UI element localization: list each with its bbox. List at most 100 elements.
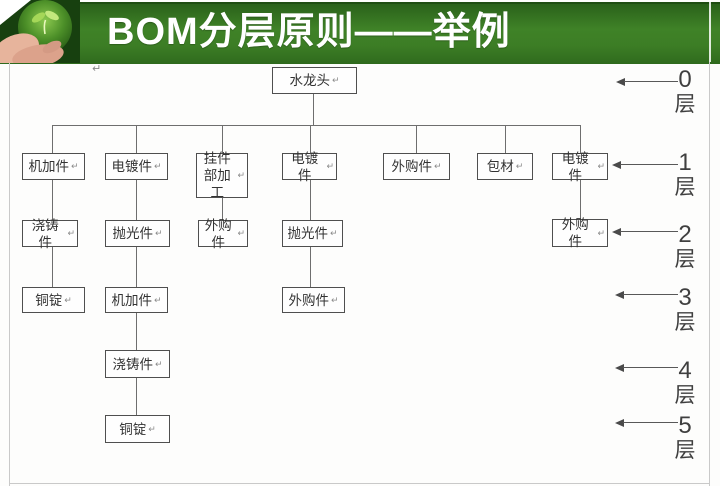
node-label: 外购件: [288, 292, 329, 308]
return-mark: ↵: [326, 161, 334, 171]
connector-line: [52, 125, 580, 127]
node-label: 水龙头: [289, 73, 330, 88]
connector-line: [52, 247, 54, 287]
arrow-line: [624, 81, 678, 83]
return-mark: ↵: [597, 161, 605, 171]
connector-line: [416, 125, 418, 153]
connector-line: [222, 125, 224, 153]
connector-line: [52, 180, 54, 220]
return-mark: ↵: [433, 161, 442, 171]
connector-line: [310, 125, 312, 153]
arrow-left-icon: [615, 419, 624, 427]
page-border-right-top: [709, 0, 711, 62]
node-label: 外购件: [391, 159, 432, 174]
tree-node-l2-3: 外购件 ↵: [198, 218, 248, 250]
arrow-left-icon: [615, 364, 624, 372]
return-mark: ↵: [329, 228, 338, 238]
tree-node-l1-5: 外购件↵: [383, 153, 450, 180]
arrow-left-icon: [615, 291, 624, 299]
return-mark: ↵: [237, 228, 245, 238]
return-mark: ↵: [515, 161, 524, 171]
arrow-line: [623, 367, 678, 369]
corner-cut: [0, 0, 31, 25]
node-label: 抛光件: [112, 226, 153, 241]
arrow-line: [620, 231, 678, 233]
node-label: 铜锭: [35, 292, 63, 308]
connector-line: [310, 180, 312, 220]
tree-node-l1-3: 挂件部加工 ↵: [196, 151, 248, 200]
node-label: 机加件: [111, 292, 152, 308]
layer-label-2: 2 层: [674, 221, 696, 271]
node-label: 浇铸件: [112, 356, 153, 372]
arrow-left-icon: [612, 228, 621, 236]
return-mark: ↵: [237, 170, 245, 180]
return-mark: ↵: [154, 358, 163, 369]
connector-line: [136, 125, 138, 153]
node-label: 挂件部加工: [203, 151, 231, 200]
connector-line: [52, 125, 54, 153]
return-mark: ↵: [67, 228, 75, 238]
arrow-line: [623, 294, 678, 296]
paragraph-mark: ↵: [92, 63, 102, 75]
page-border-right: [709, 62, 710, 486]
node-label: 外购件: [561, 217, 589, 249]
node-label: 外购件: [204, 217, 232, 250]
layer-label-5: 5 层: [674, 412, 696, 462]
hands-icon: [0, 33, 64, 63]
tree-node-l3-1: 铜锭↵: [22, 287, 85, 313]
connector-line: [136, 313, 138, 350]
arrow-left-icon: [612, 161, 621, 169]
header-banner: [0, 2, 720, 64]
tree-node-l3-2: 机加件↵: [105, 287, 168, 313]
node-label: 电镀件: [561, 150, 589, 183]
arrow-line: [623, 422, 678, 424]
layer-label-1: 1 层: [674, 149, 696, 199]
return-mark: ↵: [330, 294, 339, 305]
connector-line: [505, 125, 507, 153]
connector-line: [310, 247, 312, 287]
arrow-left-icon: [616, 78, 625, 86]
tree-node-root: 水龙头↵: [272, 67, 357, 94]
tree-node-l1-6: 包材↵: [477, 153, 533, 180]
connector-line: [136, 180, 138, 220]
arrow-line: [620, 164, 678, 166]
tree-node-l2-4: 抛光件↵: [282, 220, 343, 247]
page-border-left: [9, 63, 10, 486]
tree-node-l1-4: 电镀件 ↵: [282, 151, 337, 183]
tree-node-l2-2: 抛光件↵: [105, 220, 170, 247]
connector-line: [580, 125, 582, 153]
tree-node-l1-2: 电镀件↵: [105, 153, 168, 180]
node-label: 电镀件: [111, 159, 152, 174]
return-mark: ↵: [70, 161, 79, 171]
tree-node-l5-1: 铜锭↵: [105, 415, 170, 443]
tree-node-l3-3: 外购件↵: [282, 287, 345, 313]
return-mark: ↵: [154, 228, 163, 238]
return-mark: ↵: [153, 161, 162, 171]
layer-label-4: 4 层: [674, 357, 696, 407]
connector-line: [313, 93, 315, 125]
page-border-bottom: [9, 483, 709, 484]
return-mark: ↵: [148, 423, 156, 434]
node-label: 机加件: [28, 159, 69, 174]
hands-seedling-logo: [0, 0, 80, 63]
connector-line: [136, 378, 138, 415]
connector-line: [136, 247, 138, 287]
node-label: 铜锭: [119, 421, 147, 437]
tree-node-l4-1: 浇铸件↵: [105, 350, 170, 378]
tree-node-l2-1: 浇铸件 ↵: [22, 218, 78, 250]
tree-node-l2-5: 外购件 ↵: [552, 217, 608, 249]
page-title: BOM分层原则——举例: [107, 11, 511, 53]
connector-line: [580, 180, 582, 219]
layer-label-3: 3 层: [674, 284, 696, 334]
seedling-icon: [31, 10, 59, 35]
tree-node-l1-7: 电镀件 ↵: [552, 151, 608, 183]
return-mark: ↵: [597, 227, 605, 238]
return-mark: ↵: [64, 294, 72, 305]
return-mark: ↵: [153, 294, 162, 305]
node-label: 浇铸件: [31, 217, 59, 250]
node-label: 电镀件: [291, 150, 319, 183]
return-mark: ↵: [331, 75, 340, 85]
layer-label-0: 0 层: [674, 66, 696, 116]
tree-node-l1-1: 机加件↵: [22, 153, 85, 180]
